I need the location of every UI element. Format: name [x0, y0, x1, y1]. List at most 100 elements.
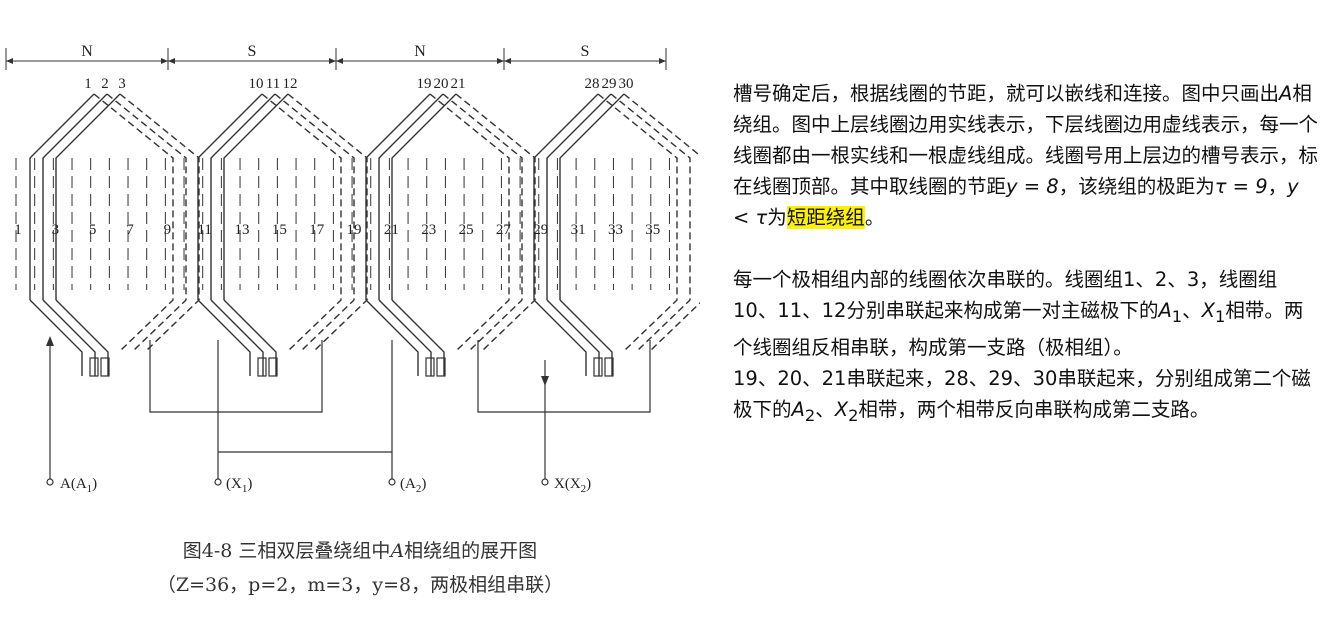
coil-lead — [365, 299, 419, 376]
slot-number: 5 — [89, 222, 97, 238]
p2-italic-a: A — [1158, 299, 1172, 322]
lead-end-box — [89, 357, 99, 377]
slot-number: 17 — [309, 222, 325, 238]
coil-number: 11 — [266, 76, 280, 92]
coil-groups — [29, 93, 700, 377]
arrowhead-left — [336, 58, 343, 64]
p3-italic-a: A — [791, 397, 805, 421]
arrow-x2 — [541, 376, 549, 386]
terminal-point — [388, 478, 396, 486]
slot-number: 23 — [421, 222, 436, 238]
arrowhead-right — [659, 58, 666, 64]
arrowhead-right — [161, 58, 168, 64]
p1-text-a: 槽号确定后，根据线圈的节距，就可以嵌线和连接。图中只画出 — [733, 82, 1280, 105]
coil-lead — [55, 299, 109, 376]
p1-text-c: ，该绕组的极距为 — [1058, 175, 1215, 198]
coil-number: 1 — [84, 76, 92, 92]
p1-text-b: 相绕组。图中上层线圈边用实线表示，下层线圈边用虚线表示，每一个线圈都由一根实线和… — [733, 82, 1319, 198]
p2-sep: 、 — [1182, 299, 1202, 322]
coil-lead — [197, 299, 251, 376]
coil-number: 12 — [283, 76, 298, 92]
arrowhead-left — [6, 58, 13, 64]
p3-italic-x: X — [834, 397, 849, 421]
coil-lead — [210, 299, 264, 376]
p2-sub-a: 1 — [1171, 306, 1183, 326]
paragraph-gap — [733, 233, 1318, 264]
slot-number: 35 — [645, 222, 660, 238]
p1-italic-a: A — [1279, 82, 1293, 105]
coil-number: 10 — [249, 76, 264, 92]
coil-upper-side — [42, 93, 108, 300]
p3-sub-x: 2 — [848, 405, 859, 425]
terminal-x2: X(X2) — [554, 476, 591, 495]
coil-number: 21 — [451, 76, 466, 92]
p2-sub-x: 1 — [1215, 306, 1226, 326]
terminal-labels: A(A1)(X1)(A2)X(X2) — [60, 476, 591, 495]
coil-upper-side — [197, 93, 263, 300]
p3-sep: 、 — [815, 397, 835, 421]
coil-upper-side — [378, 93, 444, 300]
terminal-x1: (X1) — [226, 476, 252, 495]
coil-lead — [29, 299, 83, 376]
slot-number: 3 — [52, 222, 60, 238]
coil-lower-side — [623, 93, 700, 351]
pole-label: N — [81, 43, 93, 60]
coil-lower-side — [429, 93, 510, 351]
p2-text-b: 相带。两个线圈组反相串联，构成第一支路（极相组）。 — [733, 299, 1304, 359]
coil-number: 29 — [602, 76, 617, 92]
slot-number: 29 — [533, 222, 548, 238]
lead-end-box — [257, 357, 267, 377]
pole-label: S — [248, 43, 257, 60]
figure-caption-params: （Z=36，p=2，m=3，y=8，两极相组串联） — [156, 574, 564, 596]
coil-upper-side — [365, 93, 431, 300]
pole-label: N — [414, 43, 426, 60]
slot-number: 7 — [126, 222, 134, 238]
coil-upper-side — [391, 93, 457, 300]
arrowhead-right — [497, 58, 504, 64]
slot-number: 11 — [197, 222, 211, 238]
p1-compare-formula: y < τ — [733, 175, 1299, 229]
slot-number: 25 — [459, 222, 474, 238]
lead-end-box — [593, 357, 603, 377]
paragraph-2: 每一个极相组内部的线圈依次串联的。线圈组1、2、3，线圈组10、11、12分别串… — [733, 264, 1318, 363]
coil-lead — [223, 299, 277, 376]
paragraph-3: 19、20、21串联起来，28、29、30串联起来，分别组成第二个磁极下的A 2 、… — [733, 363, 1318, 431]
pole-span-arrows — [5, 48, 667, 70]
p3-text-a: 19、20、21串联起来，28、29、30串联起来，分别组成第二个磁极下的 — [733, 366, 1311, 421]
pole-label: S — [581, 43, 590, 60]
paragraph-1: 槽号确定后，根据线圈的节距，就可以嵌线和连接。图中只画出A相绕组。图中上层线圈边… — [733, 78, 1318, 233]
coil-upper-side — [29, 93, 95, 300]
p1-text-d: ， — [1267, 175, 1288, 198]
slot-number: 27 — [496, 222, 512, 238]
coil-number: 28 — [585, 76, 600, 92]
p3-text-b: 相带，两个相带反向串联构成第二支路。 — [858, 397, 1210, 421]
slot-number: 19 — [347, 222, 362, 238]
p1-text-e: 为 — [767, 206, 787, 229]
p2-italic-x: X — [1201, 299, 1216, 322]
coil-number: 2 — [101, 76, 109, 92]
coil-lower-side — [610, 93, 691, 351]
explanation-text: 槽号确定后，根据线圈的节距，就可以嵌线和连接。图中只画出A相绕组。图中上层线圈边… — [733, 78, 1318, 431]
figure-caption-title: 图4-8 三相双层叠绕组中A相绕组的展开图 — [100, 536, 620, 563]
coil-upper-side — [55, 93, 121, 300]
terminal-a1: A(A1) — [60, 476, 97, 495]
slot-number: 21 — [384, 222, 399, 238]
coil-lead — [546, 299, 600, 376]
coil-lower-side — [93, 93, 174, 351]
coil-number: 30 — [619, 76, 634, 92]
coil-upper-side — [559, 93, 625, 300]
caption-suffix: 相绕组的展开图 — [404, 540, 538, 562]
slot-number: 13 — [235, 222, 250, 238]
coil-lower-side — [106, 93, 187, 351]
arrowhead-right — [329, 58, 336, 64]
terminal-point — [214, 478, 222, 486]
slot-number: 31 — [571, 222, 586, 238]
terminal-point — [541, 478, 549, 486]
wire-group1-group2 — [149, 340, 323, 413]
coil-number: 19 — [417, 76, 432, 92]
coil-lower-side — [119, 93, 200, 351]
slot-number: 1 — [14, 222, 22, 238]
